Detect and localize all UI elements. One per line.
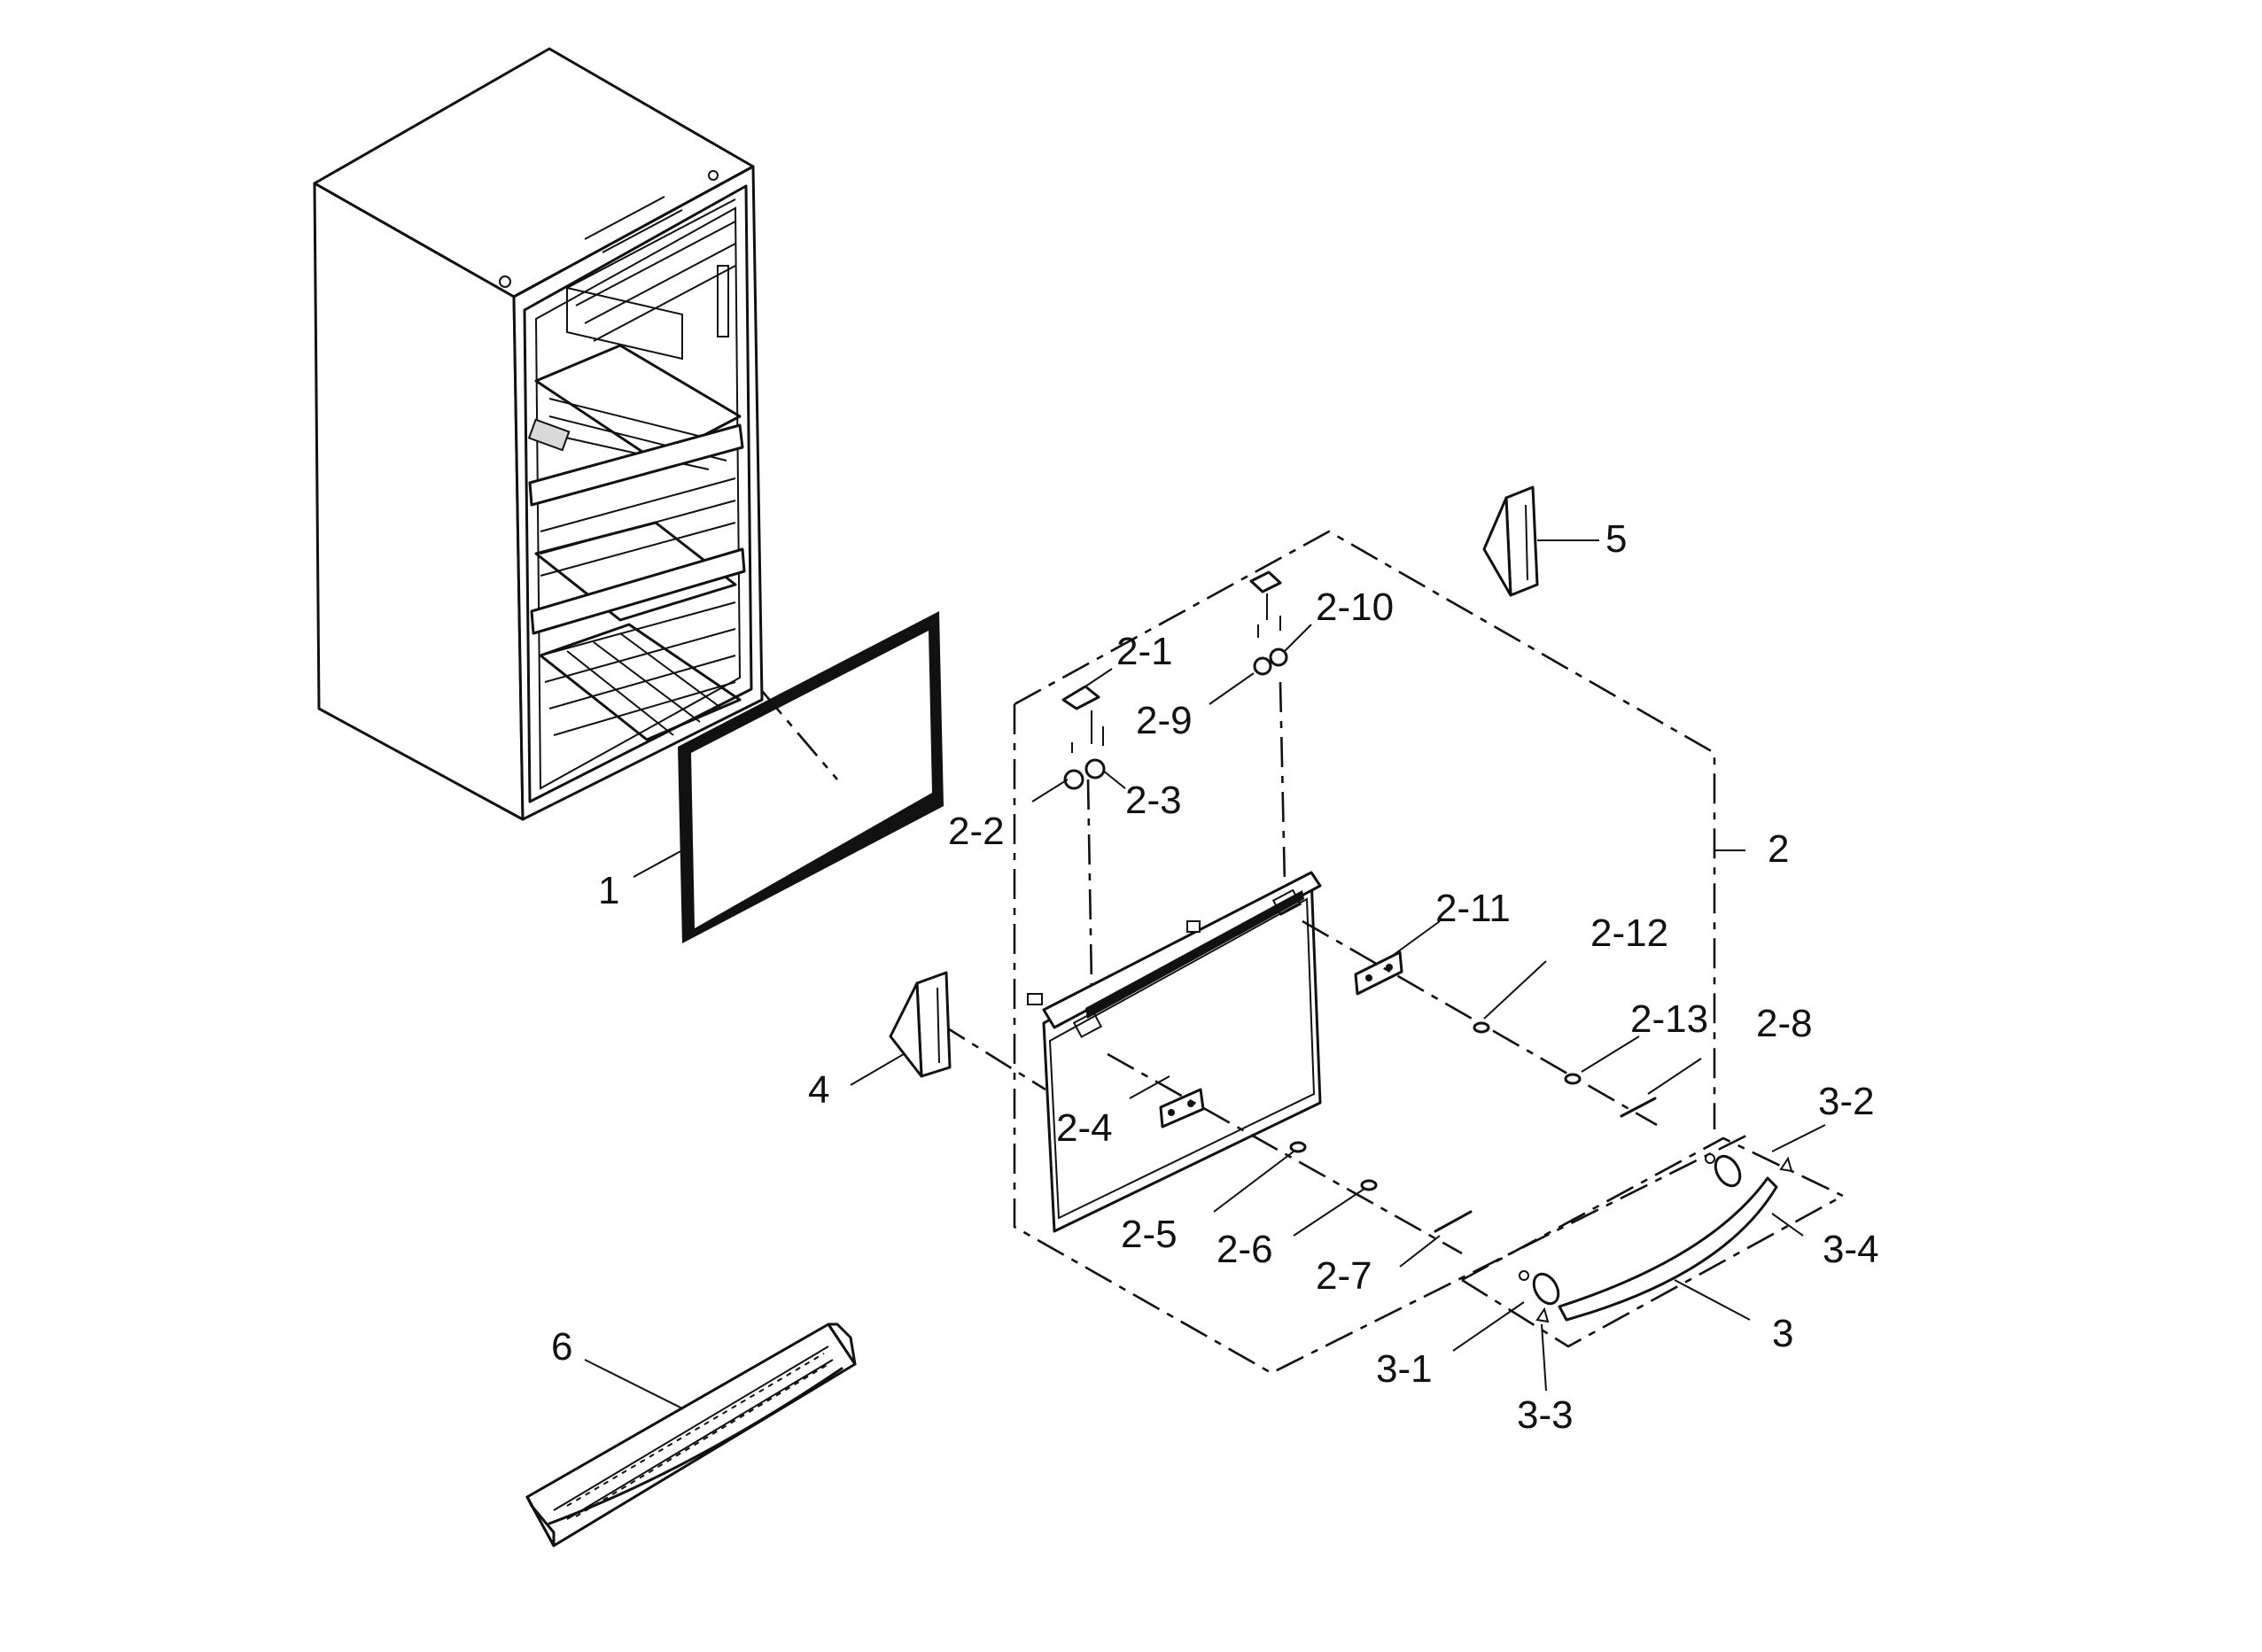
callout-2-2: 2-2 bbox=[948, 810, 1005, 853]
callout-3-2: 3-2 bbox=[1818, 1080, 1875, 1123]
callout-4: 4 bbox=[808, 1068, 829, 1112]
callout-2-8: 2-8 bbox=[1756, 1002, 1813, 1045]
callout-2-7: 2-7 bbox=[1316, 1254, 1372, 1298]
callout-2-13: 2-13 bbox=[1630, 997, 1708, 1041]
callout-2-12: 2-12 bbox=[1590, 911, 1668, 955]
callout-2-5: 2-5 bbox=[1121, 1213, 1178, 1256]
callout-5: 5 bbox=[1605, 517, 1627, 561]
part-2-door-panel bbox=[1027, 681, 1322, 1233]
callout-3-3: 3-3 bbox=[1517, 1393, 1574, 1437]
callout-2-1: 2-1 bbox=[1116, 630, 1173, 673]
callout-2-10: 2-10 bbox=[1316, 586, 1394, 629]
callout-2-3: 2-3 bbox=[1125, 779, 1182, 822]
callout-2-11: 2-11 bbox=[1435, 887, 1511, 930]
callout-2-4: 2-4 bbox=[1056, 1106, 1113, 1150]
part-4-bracket bbox=[889, 971, 952, 1078]
callout-2: 2 bbox=[1768, 827, 1789, 871]
callout-6: 6 bbox=[551, 1325, 572, 1369]
callout-3-1: 3-1 bbox=[1376, 1347, 1433, 1391]
callout-2-9: 2-9 bbox=[1136, 699, 1193, 742]
hinge-hardware bbox=[1061, 570, 1288, 790]
callout-1: 1 bbox=[598, 869, 619, 912]
part-1-gasket bbox=[678, 611, 944, 943]
callout-2-6: 2-6 bbox=[1217, 1228, 1273, 1271]
part-3-handle bbox=[1461, 1136, 1844, 1348]
callout-3-4: 3-4 bbox=[1823, 1228, 1879, 1271]
leader-lines bbox=[584, 539, 1826, 1409]
bin-slots bbox=[566, 1353, 829, 1517]
part-5-bracket bbox=[1482, 485, 1539, 597]
callout-3: 3 bbox=[1772, 1312, 1793, 1355]
refrigerator-cabinet bbox=[313, 47, 764, 821]
callout-labels: 1 2 2-1 2-2 2-3 2-4 2-5 2-6 2-7 2-8 2-9 … bbox=[551, 517, 1879, 1437]
rail-hardware bbox=[938, 919, 1658, 1255]
part-6-bin bbox=[525, 1322, 857, 1547]
